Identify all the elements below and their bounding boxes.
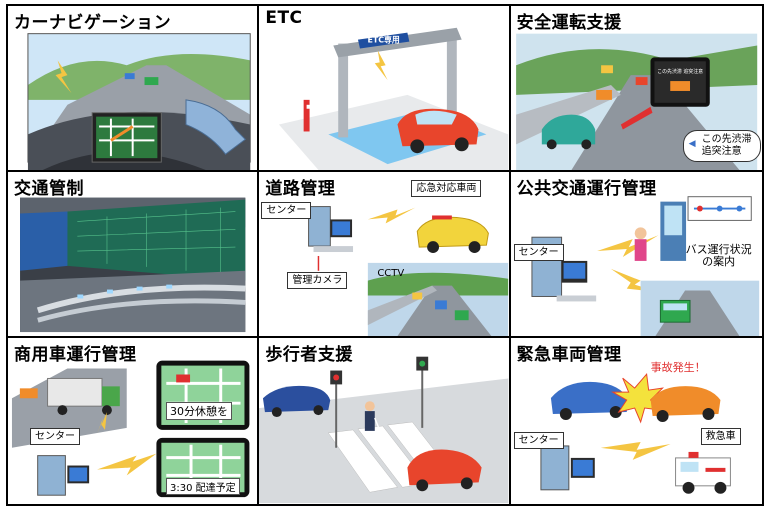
management-camera-label: 管理カメラ [287,272,348,289]
cctv-label: CCTV [377,268,405,279]
traffic-control-room-illustration [20,197,246,333]
speaker-icon: ◀ [688,139,696,149]
rest-message: 30分休憩を [166,402,232,420]
panel-title: 緊急車両管理 [516,345,622,365]
panel-pedestrian-support: 歩行者支援 [259,338,511,504]
bus-status-guide-label: バス運行状況 の案内 [685,243,752,268]
road-management-illustration [308,206,509,336]
panel-title: ETC [265,8,303,28]
nav-screen [96,116,158,159]
center-computer-icon [563,262,585,279]
ambulance-label: 救急車 [700,428,741,445]
panel-safe-driving-support: 安全運転支援 この先渋滞 追突注意 ◀ この先渋滞 追突注意 [510,6,762,172]
panel-title: 公共交通運行管理 [516,179,657,199]
center-label: センター [30,428,80,445]
emergency-response-vehicle-label: 応急対応車両 [411,180,482,197]
panel-title: 歩行者支援 [265,345,353,365]
warning-line-1: この先渋滞 [701,134,752,145]
delivery-message: 3:30 配達予定 [166,478,240,495]
center-label: センター [513,244,564,261]
panel-title: 道路管理 [265,179,336,199]
its-services-grid: カーナビゲーション ETC ETC専用 [6,4,764,506]
svg-text:ETC専用: ETC専用 [368,35,400,45]
collision-burst-icon [610,372,664,424]
car-navigation-illustration [27,33,251,170]
warning-bubble: ◀ この先渋滞 追突注意 [682,130,761,162]
panel-public-transport-management: 公共交通運行管理 センター バス運行状況 の案内 [510,172,762,338]
warning-line-2: 追突注意 [701,146,742,157]
accident-label: 事故発生！ [650,361,706,374]
panel-title: 安全運転支援 [516,13,622,33]
etc-illustration: ETC専用 [279,27,509,170]
center-computer-icon [572,459,593,476]
panel-etc: ETC ETC専用 [259,6,511,172]
panel-title: 商用車運行管理 [14,345,137,365]
panel-title: カーナビゲーション [14,13,172,33]
etc-gate-sign [358,32,410,49]
panel-traffic-control: 交通管制 [8,172,260,338]
emergency-vehicle-illustration [540,372,731,494]
panel-commercial-vehicle-management: 商用車運行管理 30分休憩を 3:30 配達予定 センター [8,338,260,504]
center-computer-icon [69,467,88,482]
center-label: センター [513,432,564,449]
svg-text:この先渋滞 追突注意: この先渋滞 追突注意 [657,68,703,75]
public-transport-illustration [531,196,759,336]
center-label: センター [261,202,312,219]
panel-road-management: 道路管理 センター 応急対応車両 管理カメラ CCTV [259,172,511,338]
pedestrian-support-illustration [259,356,509,504]
center-computer-icon [332,221,351,236]
signal-bolt-icon [55,60,72,93]
panel-car-navigation: カーナビゲーション [8,6,260,172]
panel-emergency-vehicle-management: 緊急車両管理 事故発生！ センター 救急車 [510,338,762,504]
panel-title: 交通管制 [14,179,84,199]
